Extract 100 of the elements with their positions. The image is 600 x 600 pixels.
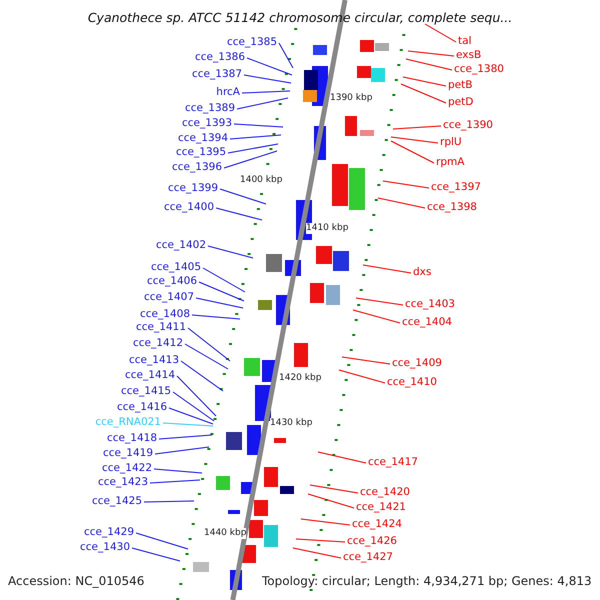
gene-label: cce_1406 [147,275,197,288]
leader-line [192,314,240,320]
leader-line [168,408,214,424]
leader-line [352,310,400,324]
leader-line [154,446,210,454]
scale-label: 1440 kbp [204,528,246,539]
leader-line [224,150,278,168]
leader-line [338,370,386,384]
gene-label: cce_1411 [136,321,186,334]
leader-line [390,140,434,164]
leader-line [342,356,390,364]
gene-label: cce_1389 [185,102,235,115]
gene-label: cce_1427 [343,551,393,564]
gene-label: cce_1400 [164,201,214,214]
gene-label: cce_1415 [121,385,171,398]
leader-line [154,468,202,474]
gene-label: exsB [456,49,482,62]
leader-line [382,180,430,188]
gene-label: cce_1404 [402,316,452,329]
gene-label: hrcA [216,86,240,99]
gene-label: petD [448,96,474,109]
gene-label: cce_1410 [387,376,437,389]
map-title: Cyanothece sp. ATCC 51142 chromosome circular, complete sequ... [86,11,514,24]
leader-line [278,42,294,68]
gene-label: cce_1399 [168,182,218,195]
leader-line [228,144,278,154]
gene-label: cce_1395 [176,146,226,159]
leader-line [188,328,230,362]
scale-label: 1430 kbp [270,418,312,429]
leader-line [296,538,346,542]
gene-label: cce_1418 [107,432,157,445]
gene-label: cce_1423 [98,476,148,489]
gene-label: cce_RNA021 [95,416,161,429]
gene-label: petB [448,79,472,92]
gene-label: cce_1402 [156,239,206,252]
leader-line [406,58,452,70]
gene-label: cce_1407 [144,291,194,304]
leader-line [196,298,244,308]
gene-label: cce_1394 [178,132,228,145]
leader-line [378,198,426,208]
leader-line [150,480,200,484]
gene-label: cce_1405 [151,261,201,274]
gene-label: cce_1424 [352,518,402,531]
gene-label: cce_1422 [102,462,152,475]
gene-label: cce_1426 [347,535,397,548]
leader-line [244,74,292,84]
gene-label: cce_1425 [92,495,142,508]
gene-label: cce_1421 [356,501,406,514]
leader-line [176,376,216,416]
gene-label: cce_1413 [129,354,179,367]
leader-line [246,58,292,76]
leader-line [242,90,290,94]
leader-line [208,246,254,258]
gene-label: cce_1414 [125,369,175,382]
leader-line [408,50,454,56]
gene-label: cce_1393 [182,117,232,130]
leader-line [216,208,262,220]
leader-line [424,24,456,42]
gene-label: cce_1416 [117,401,167,414]
leader-line [362,264,412,274]
gene-label: cce_1429 [84,526,134,539]
gene-label: cce_1387 [192,68,242,81]
leader-line [230,134,282,140]
gene-label: cce_1398 [427,201,477,214]
leader-line [162,422,214,426]
gene-label: dxs [413,266,432,279]
gene-label: cce_1386 [195,51,245,64]
leader-line [220,188,266,204]
leader-line [184,344,228,370]
scale-label: 1400 kbp [240,175,282,186]
scale-label: 1420 kbp [279,373,322,384]
accession-label: Accession: NC_010546 [8,575,144,588]
gene-label: cce_1419 [103,447,153,460]
leader-line [292,548,342,558]
leader-line [402,76,446,86]
scale-label: 1390 kbp [330,93,372,104]
gene-label: cce_1385 [227,36,277,49]
leader-line [236,98,288,110]
gene-label: rpmA [436,156,464,169]
leader-line [198,282,244,302]
leader-line [132,548,180,562]
gene-label: cce_1430 [80,541,130,554]
gene-label: cce_1417 [368,456,418,469]
leader-line [356,298,404,306]
gene-label: rplU [440,136,462,149]
gene-label: cce_1390 [443,119,493,132]
leader-line [310,484,358,494]
leader-line [300,518,350,526]
leader-line [400,84,446,104]
leader-line [180,360,224,392]
leader-line [158,434,212,440]
scale-label: 1410 kbp [306,223,348,234]
sequence-info: Topology: circular; Length: 4,934,271 bp; Genes: 4,813 [262,575,592,588]
gene-label: tal [458,35,472,48]
leader-line [318,452,366,464]
gene-label: cce_1420 [360,486,410,499]
gene-label: cce_1412 [133,337,183,350]
leader-line [144,500,194,502]
gene-label: cce_1396 [172,161,222,174]
leader-line [390,136,438,144]
